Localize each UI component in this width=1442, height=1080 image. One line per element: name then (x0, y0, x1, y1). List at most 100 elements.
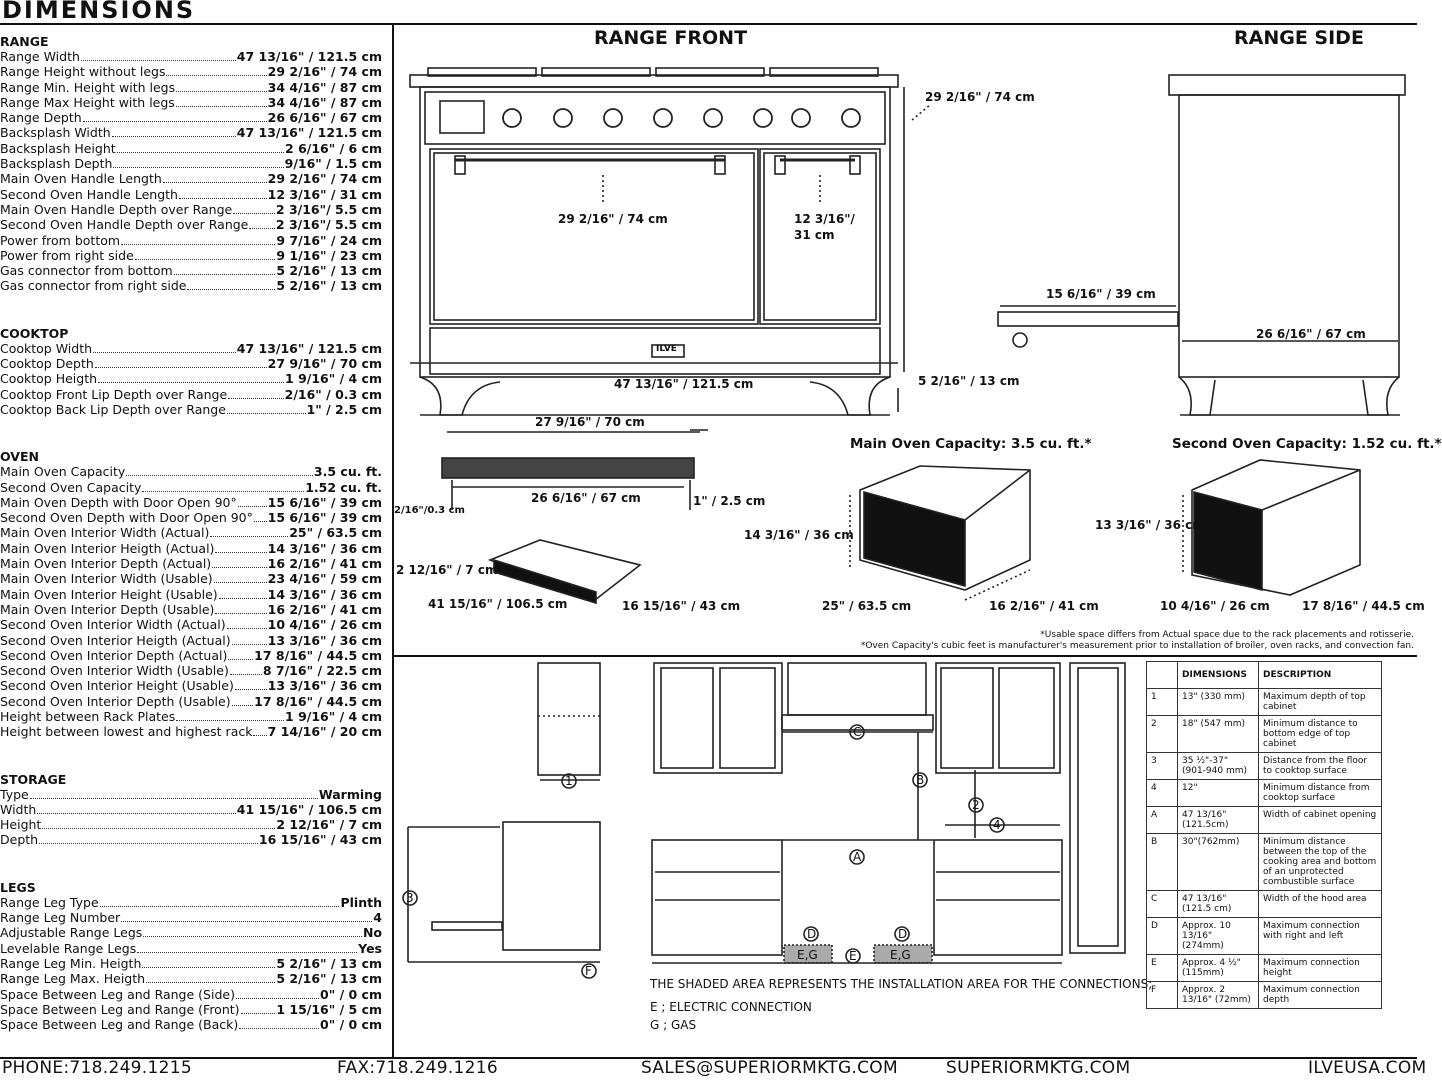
table-cell: Approx. 4 ½" (115mm) (1177, 954, 1259, 982)
spec-label: Space Between Leg and Range (Back) (0, 1017, 239, 1033)
spec-row: Main Oven Depth with Door Open 90°15 6/1… (0, 495, 382, 510)
header-rule (0, 23, 1417, 25)
footer-website[interactable]: SUPERIORMKTG.COM (946, 1058, 1131, 1078)
spec-value: 9 7/16" / 24 cm (276, 232, 382, 248)
table-cell: Approx. 2 13/16" (72mm) (1177, 981, 1259, 1009)
spec-label: Cooktop Depth (0, 356, 94, 372)
spec-value: 2 3/16"/ 5.5 cm (275, 217, 382, 233)
leader-dots (237, 505, 267, 507)
spec-label: Second Oven Depth with Door Open 90° (0, 510, 253, 526)
footer-email[interactable]: SALES@SUPERIORMKTG.COM (641, 1058, 898, 1078)
spec-value: Warming (318, 786, 382, 802)
door-open-label: 15 6/16" / 39 cm (1046, 287, 1156, 301)
spec-label: Main Oven Capacity (0, 464, 126, 480)
table-cell: Minimum distance from cooktop surface (1258, 779, 1382, 807)
footer-brand-website[interactable]: ILVEUSA.COM (1308, 1058, 1427, 1078)
marker-1: 1 (565, 774, 573, 788)
table-cell: 3 (1146, 752, 1178, 780)
spec-label: Adjustable Range Legs (0, 925, 143, 941)
spec-label: Main Oven Interior Depth (Actual) (0, 556, 212, 572)
spec-row: Main Oven Interior Depth (Usable)16 2/16… (0, 602, 382, 617)
spec-value: 4 (373, 910, 382, 926)
second-height-label: 13 3/16" / 36 cm (1095, 518, 1205, 532)
side-depth-label: 26 6/16" / 67 cm (1256, 327, 1366, 341)
spec-value: 0" / 0 cm (320, 1017, 382, 1033)
leader-dots (126, 474, 313, 477)
storage-drawer-drawing (487, 539, 642, 605)
drawer-depth-label: 16 15/16" / 43 cm (622, 599, 741, 613)
table-cell: 18" (547 mm) (1177, 715, 1259, 753)
spec-value: 2/16" / 0.3 cm (284, 386, 382, 402)
spec-value: 1 9/16" / 4 cm (285, 371, 382, 387)
eg-label-left: E,G (797, 948, 818, 962)
spec-value: 16 15/16" / 43 cm (258, 832, 382, 848)
table-cell: Width of cabinet opening (1258, 806, 1382, 834)
cooktop-profile (441, 429, 708, 510)
main-height-label: 14 3/16" / 36 cm (744, 528, 854, 542)
gas-note: G ; GAS (650, 1018, 697, 1032)
spec-label: Main Oven Interior Width (Actual) (0, 525, 210, 541)
leader-dots (229, 673, 262, 676)
second-handle-label-a: 12 3/16"/ (794, 212, 855, 226)
spec-value: 14 3/16" / 36 cm (267, 586, 382, 602)
cooktop-inner-label: 26 6/16" / 67 cm (531, 491, 641, 505)
spec-value: 9 1/16" / 23 cm (276, 247, 382, 263)
spec-label: Power from right side (0, 247, 134, 263)
table-cell: 12" (1177, 779, 1259, 807)
leader-dots (142, 490, 305, 492)
spec-value: 34 4/16" / 87 cm (267, 79, 382, 95)
spec-value: 27 9/16" / 70 cm (267, 356, 382, 372)
section-title: RANGE (0, 34, 49, 49)
spec-value: 13 3/16" / 36 cm (267, 678, 382, 694)
leader-dots (234, 688, 267, 691)
spec-label: Range Leg Min. Heigth (0, 955, 142, 971)
spec-row: Second Oven Interior Height (Usable)13 3… (0, 678, 382, 693)
install-front-view (651, 662, 1126, 964)
spec-row: Space Between Leg and Range (Front)1 15/… (0, 1002, 382, 1017)
spec-row: Space Between Leg and Range (Back) 0" / 0… (0, 1017, 382, 1032)
table-cell: 2 (1146, 715, 1178, 753)
usable-space-note: *Usable space differs from Actual space … (1040, 630, 1414, 640)
leader-dots (162, 181, 267, 184)
page-title: DIMENSIONS (2, 0, 196, 24)
table-cell: Width of the hood area (1258, 890, 1382, 918)
leader-dots (210, 535, 289, 538)
spec-value: 1 9/16" / 4 cm (285, 708, 382, 724)
leader-dots (37, 812, 236, 814)
leader-dots (176, 719, 285, 721)
leader-dots (228, 397, 284, 399)
eg-label-right: E,G (890, 948, 911, 962)
table-cell: Maximum connection with right and left (1258, 917, 1382, 955)
leader-dots (142, 966, 276, 968)
main-handle-label: 29 2/16" / 74 cm (558, 212, 668, 226)
table-cell: C (1146, 890, 1178, 918)
spec-row: Power from right side 9 1/16" / 23 cm (0, 248, 382, 263)
table-header: DIMENSIONS (1177, 661, 1259, 689)
leader-dots (175, 105, 267, 107)
marker-4: 4 (993, 818, 1001, 832)
table-cell: Minimum distance to bottom edge of top c… (1258, 715, 1382, 753)
section-title: COOKTOP (0, 325, 69, 341)
leader-dots (80, 59, 236, 61)
section-title: LEGS (0, 879, 36, 895)
leg-height-label: 5 2/16" / 13 cm (918, 374, 1020, 388)
section-title: OVEN (0, 449, 39, 465)
spec-value: 9/16" / 1.5 cm (284, 156, 382, 172)
spec-label: Power from bottom (0, 232, 121, 248)
leader-dots (231, 643, 267, 645)
spec-label: Space Between Leg and Range (Front) (0, 1001, 240, 1017)
